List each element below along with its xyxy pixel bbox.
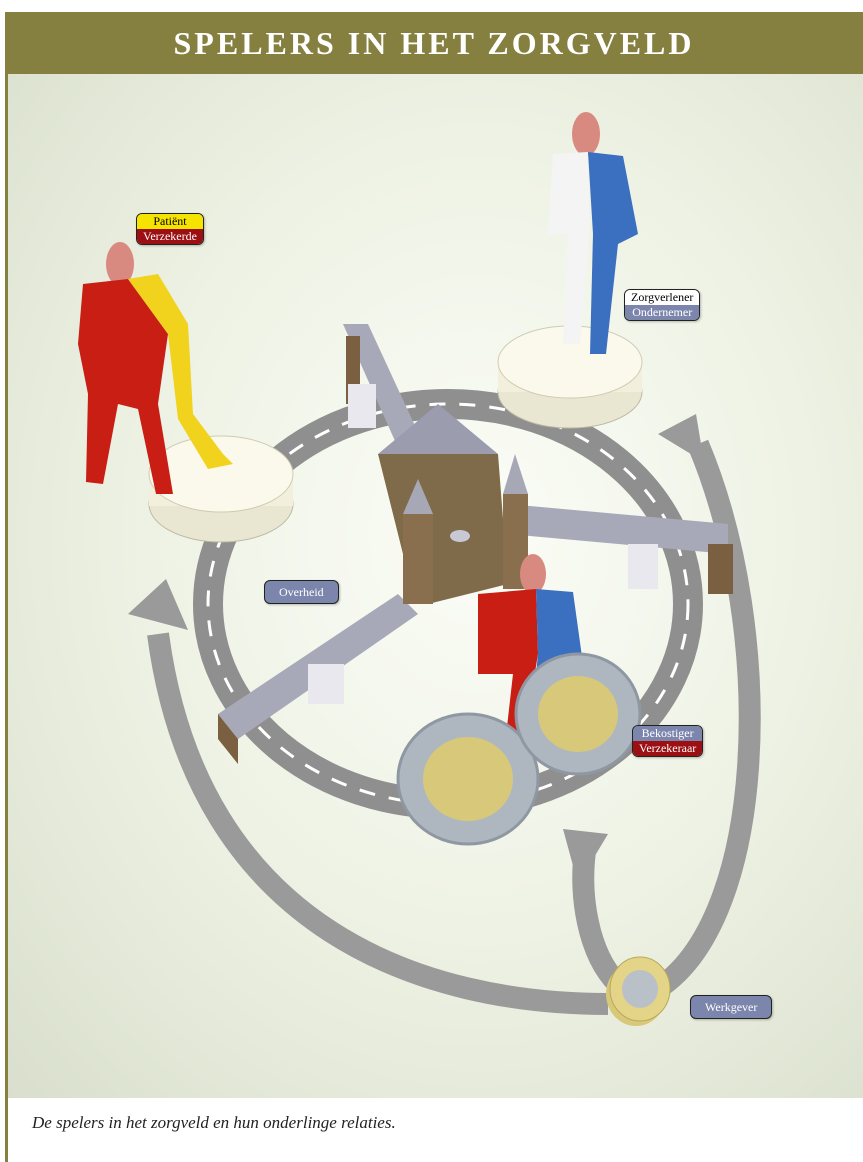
figure-patient xyxy=(78,242,233,494)
coin-euro-left xyxy=(398,714,538,844)
label-zorgverlener-top: Zorgverlener xyxy=(625,290,699,305)
arrow-head-right xyxy=(658,414,704,462)
label-zorgverlener: Zorgverlener Ondernemer xyxy=(624,289,700,321)
label-patient: Patiënt Verzekerde xyxy=(136,213,204,245)
label-zorgverlener-bottom: Ondernemer xyxy=(625,305,699,320)
label-bekostiger: Bekostiger Verzekeraar xyxy=(632,725,703,757)
label-bekostiger-top: Bekostiger xyxy=(633,726,702,741)
page-header: SPELERS IN HET ZORGVELD xyxy=(5,12,863,74)
label-patient-bottom: Verzekerde xyxy=(137,229,203,244)
label-patient-top: Patiënt xyxy=(137,214,203,229)
label-werkgever-text: Werkgever xyxy=(691,996,771,1018)
label-overheid: Overheid xyxy=(264,580,339,604)
illustration: Patiënt Verzekerde Zorgverlener Ondernem… xyxy=(8,74,863,1098)
label-overheid-text: Overheid xyxy=(265,581,338,603)
label-bekostiger-bottom: Verzekeraar xyxy=(633,741,702,756)
page-title: SPELERS IN HET ZORGVELD xyxy=(174,25,695,62)
coin-euro-right xyxy=(516,654,640,774)
label-werkgever: Werkgever xyxy=(690,995,772,1019)
arrow-head-left xyxy=(128,579,188,630)
figure-caption: De spelers in het zorgveld en hun onderl… xyxy=(32,1113,852,1133)
